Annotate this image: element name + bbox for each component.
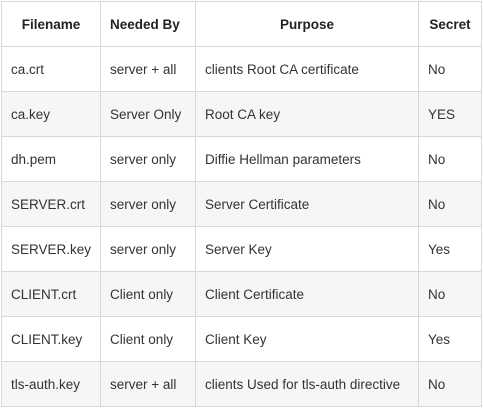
cell-filename: ca.crt xyxy=(0,46,102,92)
cell-secret: No xyxy=(418,136,483,182)
table-row: SERVER.crt server only Server Certificat… xyxy=(0,181,483,227)
table-header: Filename Needed By Purpose Secret xyxy=(0,1,483,47)
header-needed-by: Needed By xyxy=(100,1,197,47)
table-row: CLIENT.crt Client only Client Certificat… xyxy=(0,271,483,317)
table-row: SERVER.key server only Server Key Yes xyxy=(0,226,483,272)
cell-secret: YES xyxy=(418,91,483,137)
cell-filename: SERVER.key xyxy=(0,226,102,272)
cell-purpose: Root CA key xyxy=(195,91,420,137)
cell-purpose: clients Root CA certificate xyxy=(195,46,420,92)
cell-needed-by: server + all xyxy=(100,46,197,92)
cell-purpose: Server Certificate xyxy=(195,181,420,227)
cell-needed-by: server only xyxy=(100,136,197,182)
header-filename: Filename xyxy=(0,1,102,47)
table-body: ca.crt server + all clients Root CA cert… xyxy=(0,46,483,407)
cell-secret: No xyxy=(418,361,483,407)
cell-filename: CLIENT.key xyxy=(0,316,102,362)
table-row: CLIENT.key Client only Client Key Yes xyxy=(0,316,483,362)
cell-secret: No xyxy=(418,181,483,227)
cell-needed-by: Client only xyxy=(100,316,197,362)
header-secret: Secret xyxy=(418,1,483,47)
cell-needed-by: server only xyxy=(100,226,197,272)
cell-filename: dh.pem xyxy=(0,136,102,182)
cell-purpose: Server Key xyxy=(195,226,420,272)
table-row: ca.crt server + all clients Root CA cert… xyxy=(0,46,483,92)
cell-secret: Yes xyxy=(418,316,483,362)
cell-secret: No xyxy=(418,271,483,317)
table-row: tls-auth.key server + all clients Used f… xyxy=(0,361,483,407)
cell-purpose: Client Key xyxy=(195,316,420,362)
cell-filename: CLIENT.crt xyxy=(0,271,102,317)
cell-purpose: Client Certificate xyxy=(195,271,420,317)
cell-filename: tls-auth.key xyxy=(0,361,102,407)
cell-needed-by: server + all xyxy=(100,361,197,407)
cell-secret: No xyxy=(418,46,483,92)
cell-needed-by: server only xyxy=(100,181,197,227)
cell-secret: Yes xyxy=(418,226,483,272)
cell-filename: SERVER.crt xyxy=(0,181,102,227)
cell-needed-by: Server Only xyxy=(100,91,197,137)
cell-needed-by: Client only xyxy=(100,271,197,317)
cell-filename: ca.key xyxy=(0,91,102,137)
table-row: dh.pem server only Diffie Hellman parame… xyxy=(0,136,483,182)
cell-purpose: clients Used for tls-auth directive xyxy=(195,361,420,407)
table-row: ca.key Server Only Root CA key YES xyxy=(0,91,483,137)
header-purpose: Purpose xyxy=(195,1,420,47)
header-row: Filename Needed By Purpose Secret xyxy=(0,1,483,47)
cell-purpose: Diffie Hellman parameters xyxy=(195,136,420,182)
